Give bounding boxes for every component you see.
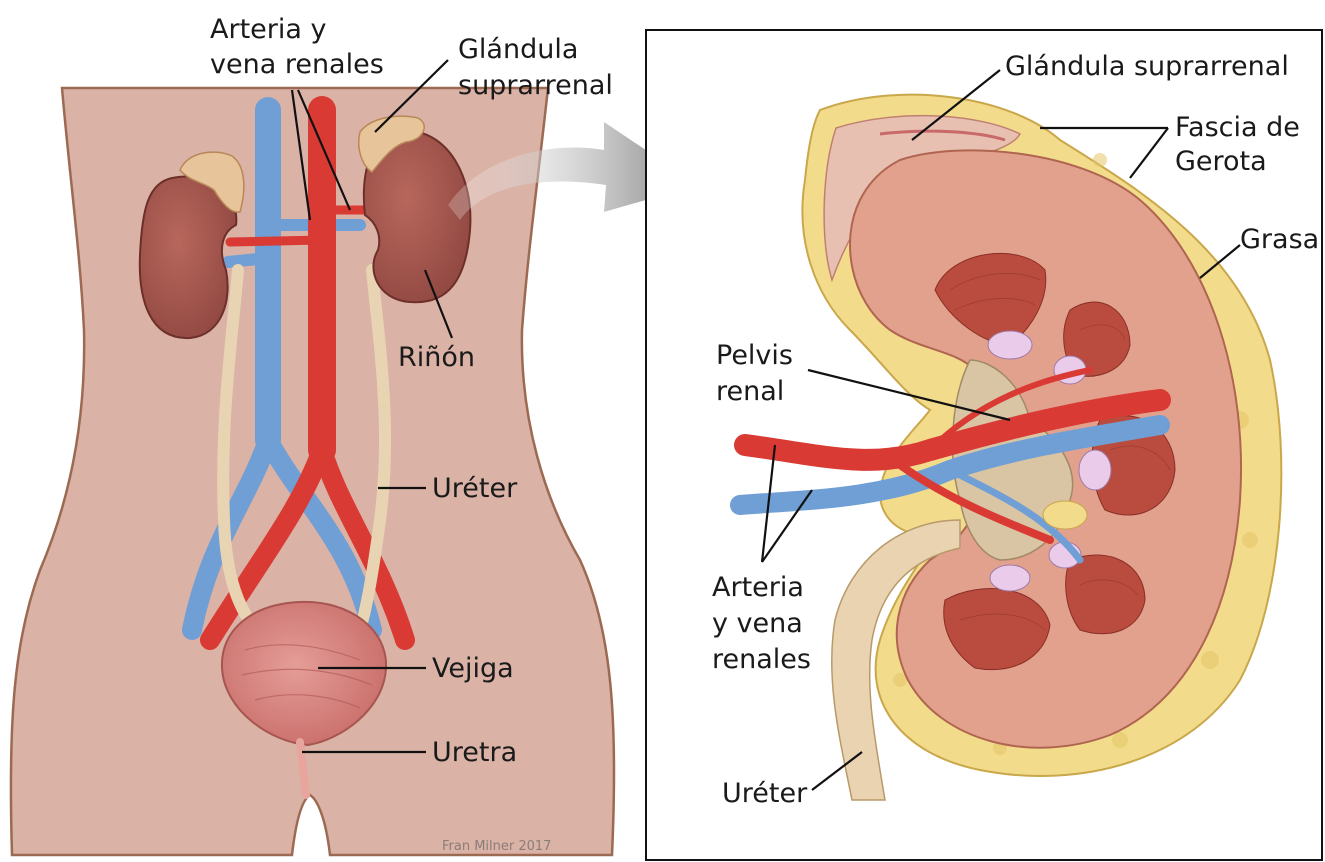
label-gerota-fascia: Fascia de [1175,112,1300,143]
label-ureter-detail: Uréter [722,778,808,809]
label-renal-pelvis-2: renal [716,376,784,407]
label-renal-vessels: Arteria y [210,14,326,45]
label-renal-vessels-detail: Arteria [712,572,804,603]
label-kidney: Riñón [398,342,475,373]
label-renal-vessels-detail-3: renales [712,644,811,675]
label-adrenal-gland: Glándula [458,34,578,65]
label-renal-vessels-2: vena renales [210,49,384,80]
label-renal-vessels-detail-2: y vena [712,608,803,639]
label-bladder: Vejiga [432,653,514,684]
label-renal-pelvis: Pelvis [716,340,793,371]
label-fat: Grasa [1240,224,1319,255]
artist-credit: Fran Milner 2017 [442,839,551,854]
label-adrenal-detail: Glándula suprarrenal [1005,51,1289,82]
label-adrenal-gland-2: suprarrenal [458,70,613,101]
label-ureter-left: Uréter [432,473,518,504]
torso-illustration [11,88,614,855]
label-urethra: Uretra [432,737,517,768]
label-gerota-fascia-2: Gerota [1175,146,1267,177]
